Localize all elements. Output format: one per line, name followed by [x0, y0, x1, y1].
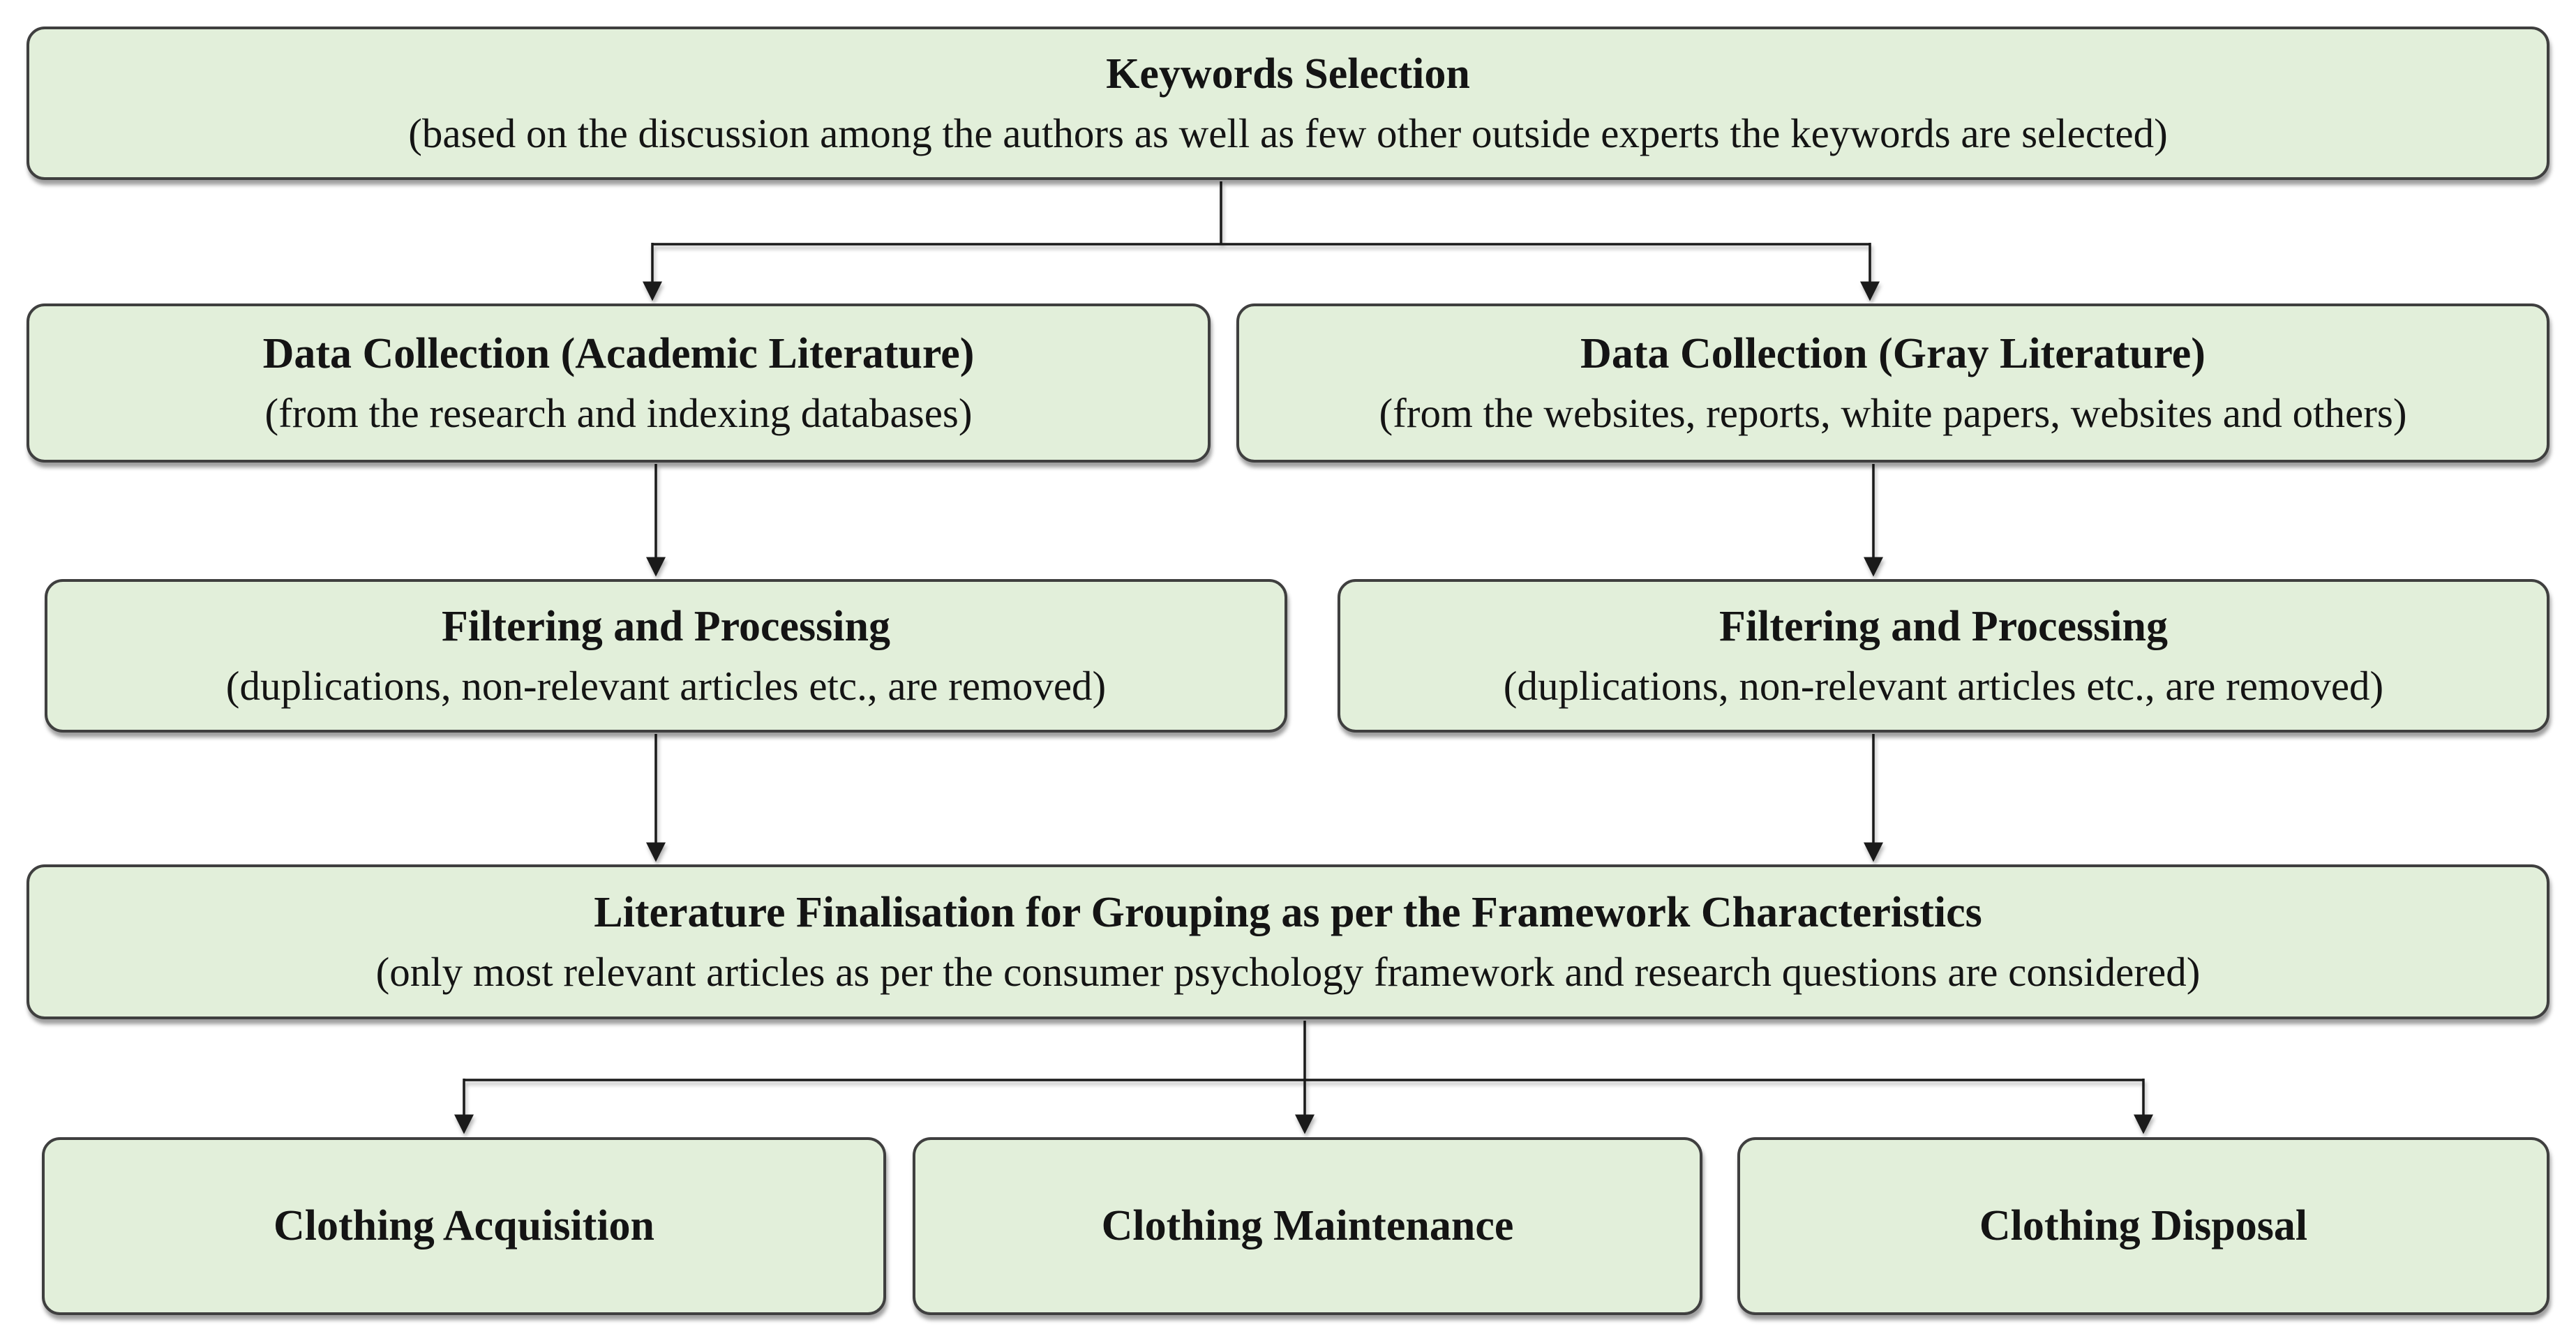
node-filtering-processing-left: Filtering and Processing (duplications, …: [45, 579, 1287, 733]
node-title: Filtering and Processing: [442, 603, 890, 651]
node-literature-finalisation: Literature Finalisation for Grouping as …: [27, 864, 2549, 1019]
node-title: Filtering and Processing: [1719, 603, 2168, 651]
node-keywords-selection: Keywords Selection (based on the discuss…: [27, 27, 2549, 180]
node-title: Clothing Disposal: [1979, 1202, 2308, 1250]
node-subtitle: (duplications, non-relevant articles etc…: [225, 663, 1107, 710]
node-clothing-disposal: Clothing Disposal: [1737, 1137, 2549, 1315]
node-subtitle: (from the websites, reports, white paper…: [1379, 390, 2407, 437]
node-filtering-processing-right: Filtering and Processing (duplications, …: [1338, 579, 2549, 733]
node-subtitle: (duplications, non-relevant articles etc…: [1503, 663, 2384, 710]
node-title: Keywords Selection: [1106, 50, 1470, 98]
node-title: Data Collection (Academic Literature): [262, 330, 975, 378]
node-subtitle: (only most relevant articles as per the …: [375, 949, 2201, 996]
node-title: Data Collection (Gray Literature): [1580, 330, 2206, 378]
node-title: Literature Finalisation for Grouping as …: [594, 889, 1982, 937]
node-title: Clothing Acquisition: [273, 1202, 655, 1250]
node-data-collection-academic: Data Collection (Academic Literature) (f…: [27, 303, 1211, 463]
node-data-collection-gray: Data Collection (Gray Literature) (from …: [1236, 303, 2549, 463]
node-clothing-acquisition: Clothing Acquisition: [42, 1137, 886, 1315]
node-clothing-maintenance: Clothing Maintenance: [913, 1137, 1702, 1315]
node-subtitle: (based on the discussion among the autho…: [408, 110, 2168, 157]
node-title: Clothing Maintenance: [1101, 1202, 1514, 1250]
node-subtitle: (from the research and indexing database…: [264, 390, 973, 437]
